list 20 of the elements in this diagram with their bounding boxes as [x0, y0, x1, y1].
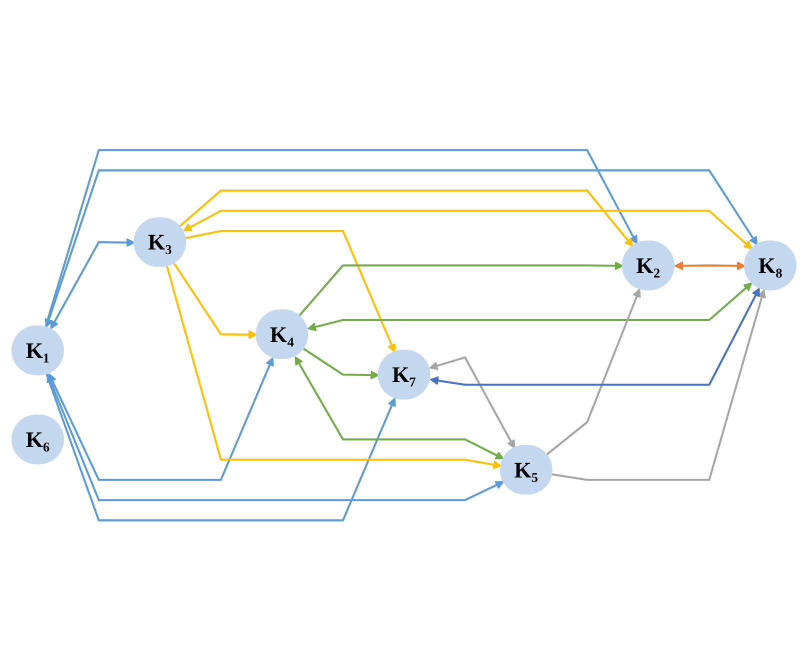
arrow: [294, 356, 504, 460]
arrow: [50, 238, 136, 330]
arrow: [298, 262, 624, 317]
arrow: [44, 170, 758, 328]
arrow: [429, 356, 516, 450]
arrow: [185, 230, 396, 354]
arrow: [179, 190, 634, 248]
arrow: [173, 263, 258, 340]
arrow: [44, 149, 638, 328]
arrow: [674, 262, 746, 271]
arrow: [430, 288, 760, 386]
arrow: [48, 357, 274, 482]
arrow: [166, 266, 502, 470]
arrow: [546, 288, 641, 456]
arrow: [182, 210, 752, 250]
arrow: [46, 374, 504, 502]
arrow: [552, 289, 766, 482]
arrow: [303, 348, 380, 380]
arrow: [46, 374, 396, 522]
arrow: [307, 282, 752, 332]
